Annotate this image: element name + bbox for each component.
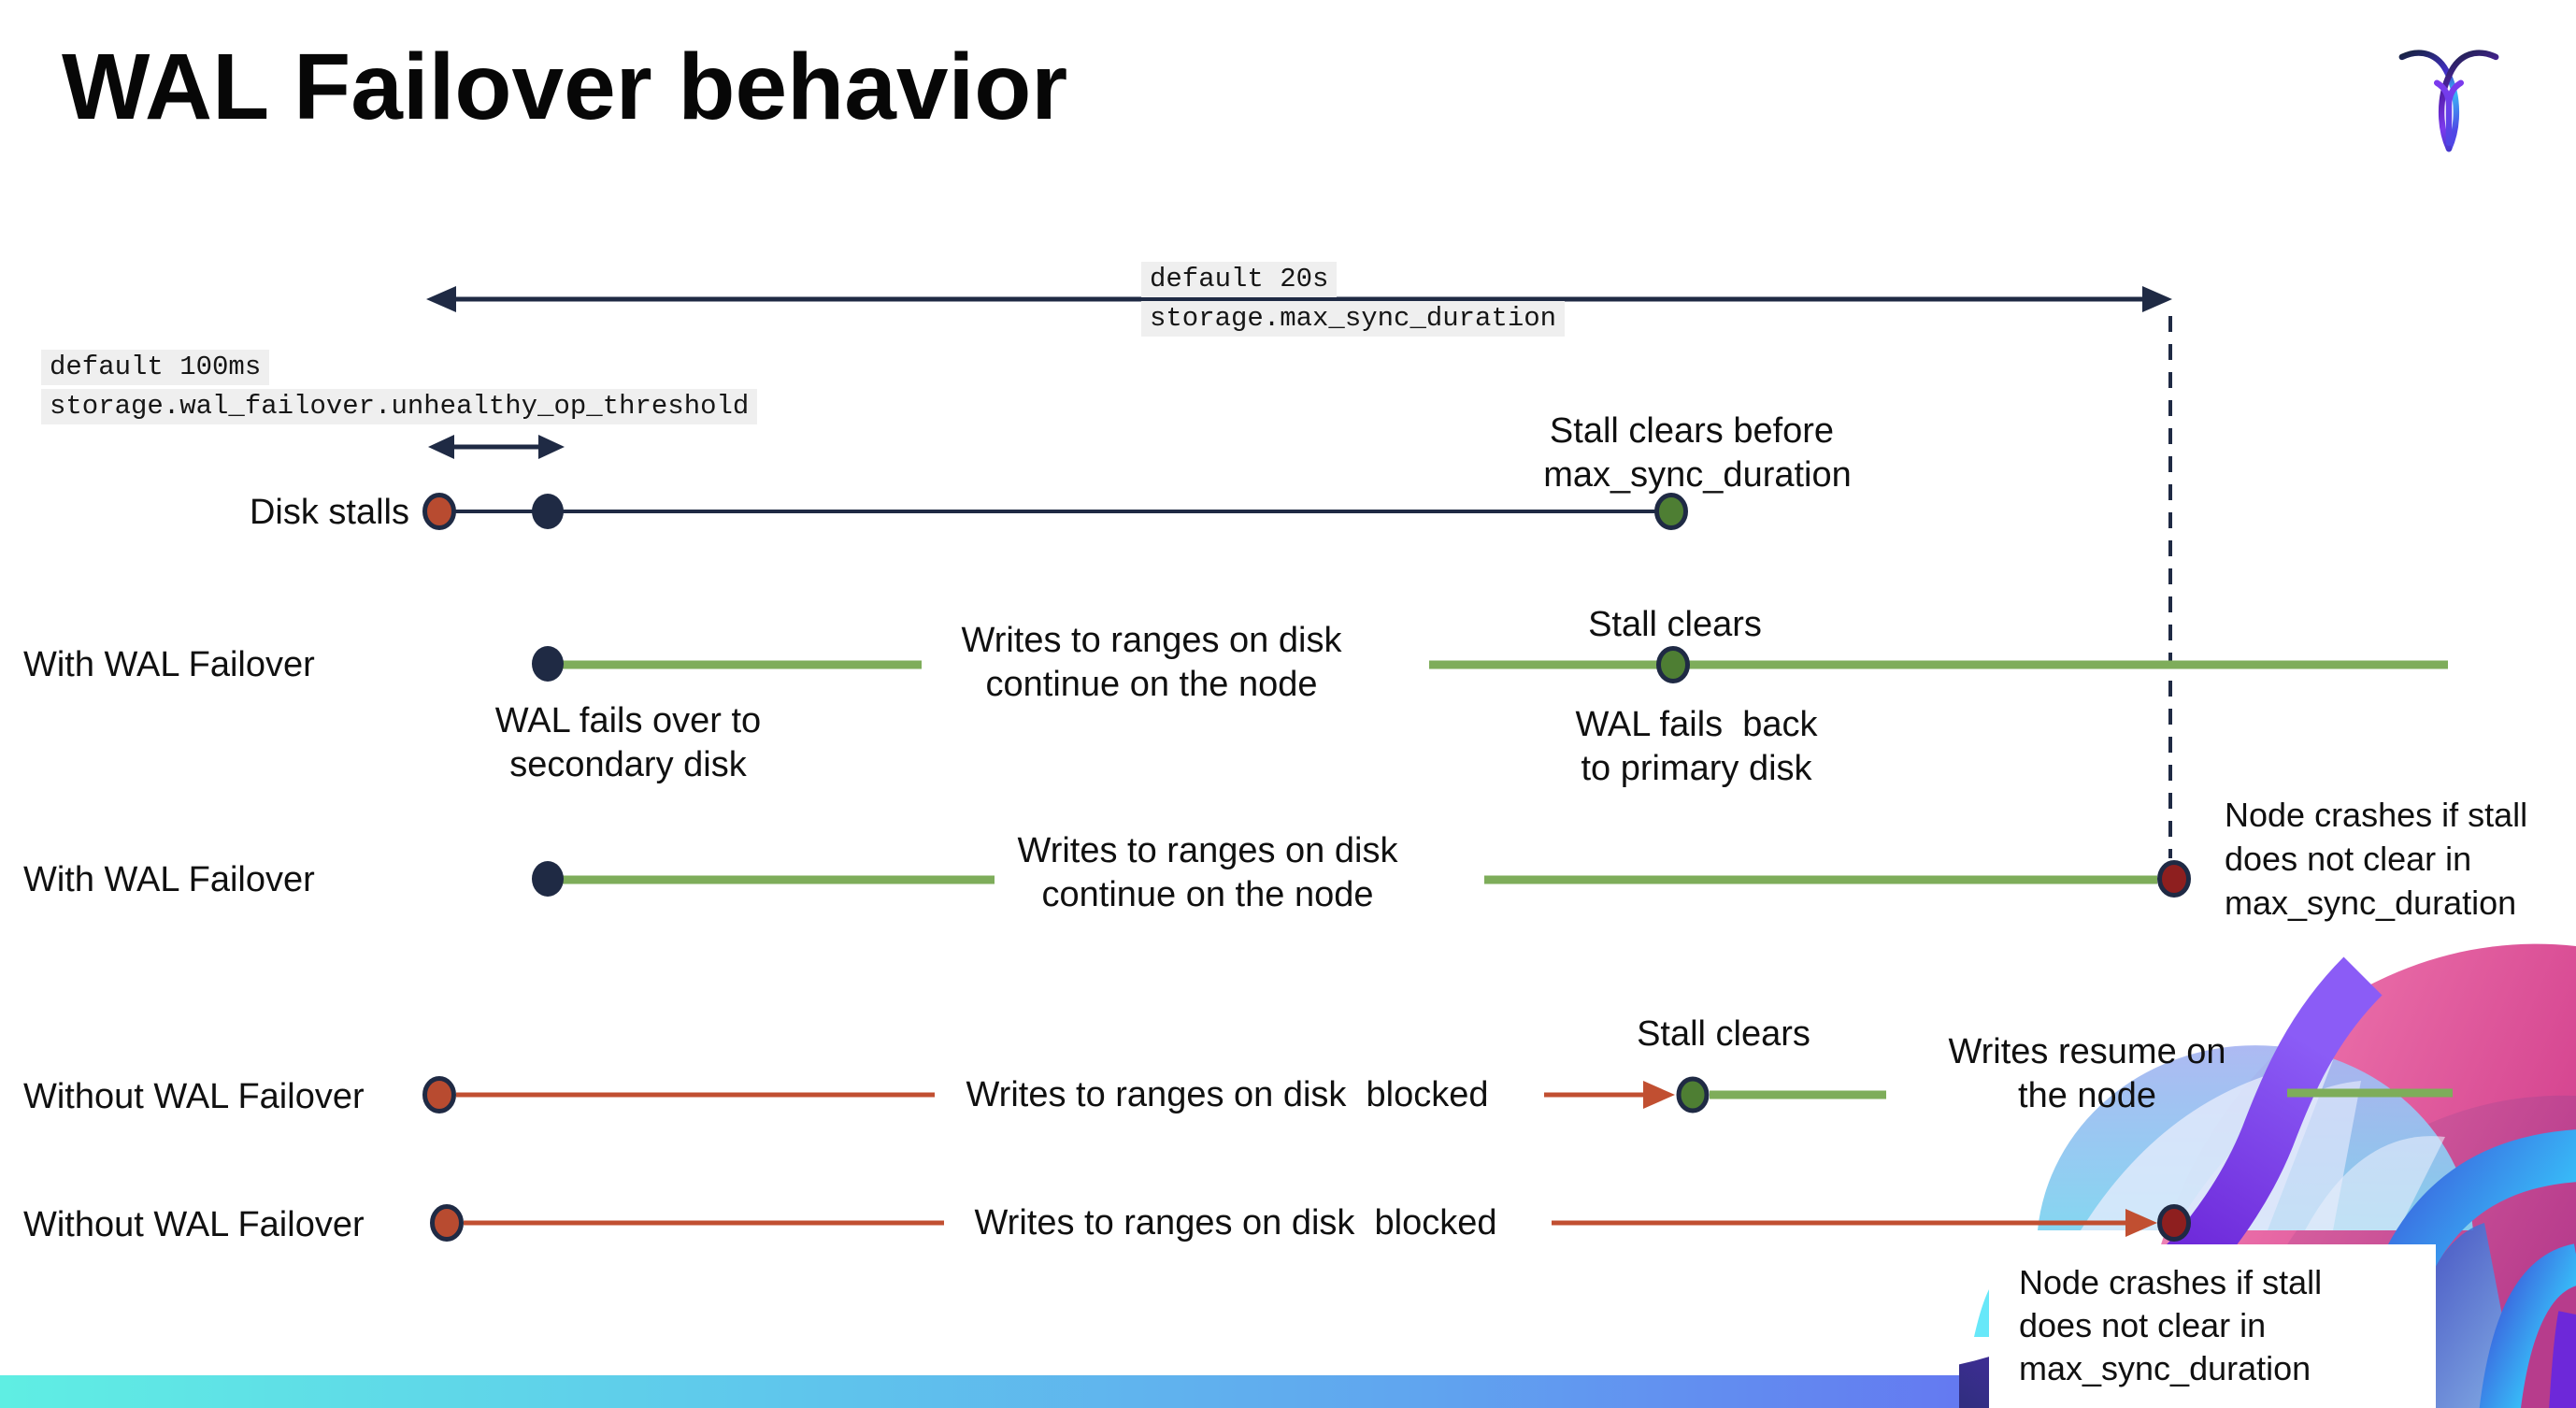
failback-note: WAL fails back — [1575, 705, 1818, 744]
writes-blocked-note: Writes to ranges on disk blocked — [974, 1203, 1497, 1243]
blue-cyan-arch-small — [2479, 1243, 2576, 1408]
failover-note: secondary disk — [509, 745, 747, 784]
node-crash-line: max_sync_duration — [2225, 884, 2517, 922]
row-label-without-failover-1: Without WAL Failover — [23, 1077, 365, 1116]
fan-wedge — [2305, 1136, 2445, 1230]
writes-resume-note: the node — [2018, 1076, 2156, 1115]
writes-blocked-note: Writes to ranges on disk blocked — [966, 1075, 1489, 1114]
crash-note-line: does not clear in — [2019, 1306, 2267, 1344]
logo-inner-vein — [2433, 79, 2465, 146]
stall-start-marker — [422, 493, 456, 530]
row-label-with-failover-1: With WAL Failover — [23, 645, 315, 684]
stall-start-marker — [422, 1076, 456, 1113]
writes-continue-note: continue on the node — [1041, 875, 1374, 914]
row-label-without-failover-2: Without WAL Failover — [23, 1205, 365, 1244]
timeline-row-disk-stalls — [422, 493, 1688, 530]
row-label-with-failover-2: With WAL Failover — [23, 860, 315, 899]
stall-clears-before-note: max_sync_duration — [1543, 455, 1852, 495]
crash-note-text: Node crashes if stall does not clear in … — [2019, 1261, 2322, 1390]
node-crash-line: Node crashes if stall — [2225, 796, 2528, 834]
unhealthy-op-threshold-arrow — [428, 435, 565, 459]
writes-continue-note: Writes to ranges on disk — [1017, 831, 1398, 870]
unhealthy-setting-badge: storage.wal_failover.unhealthy_op_thresh… — [41, 389, 758, 424]
crash-note-line: Node crashes if stall — [2019, 1263, 2323, 1301]
stall-clears-note: Stall clears — [1637, 1014, 1810, 1054]
failover-marker — [532, 646, 564, 682]
cockroachdb-logo-icon — [2398, 50, 2499, 152]
stall-clears-note: Stall clears — [1588, 605, 1762, 644]
page-title: WAL Failover behavior — [62, 35, 1068, 139]
unhealthy-default-badge: default 100ms — [41, 350, 270, 385]
crash-note-box: Node crashes if stall does not clear in … — [1989, 1244, 2436, 1408]
threshold-marker — [532, 494, 564, 529]
failover-marker — [532, 861, 564, 897]
arrow-right-head — [2142, 286, 2172, 312]
writes-continue-note: Writes to ranges on disk — [961, 621, 1342, 660]
stall-clears-before-note: Stall clears before — [1549, 411, 1835, 451]
logo-antenna-right-body-left — [2438, 50, 2499, 152]
node-crash-note: Node crashes if stall does not clear in … — [2225, 793, 2527, 925]
stall-start-marker — [430, 1204, 464, 1242]
failback-note: to primary disk — [1581, 749, 1812, 788]
timeline-row-with-failover-1 — [532, 646, 2448, 683]
row-label-disk-stalls: Disk stalls — [249, 493, 409, 532]
failover-note: WAL fails over to — [494, 701, 762, 740]
writes-continue-note: continue on the node — [985, 665, 1318, 704]
stall-clears-marker — [1654, 493, 1688, 530]
crash-note-line: max_sync_duration — [2019, 1349, 2311, 1387]
arrow-left-head — [426, 286, 456, 312]
red-arrow-head — [1643, 1081, 1675, 1109]
node-crash-marker — [2157, 860, 2191, 898]
arrow-left-head — [428, 435, 454, 459]
purple-edge-band — [2549, 1311, 2576, 1408]
stall-clears-marker — [1676, 1076, 1710, 1113]
stall-clears-marker — [1656, 646, 1690, 683]
max-sync-setting-badge: storage.max_sync_duration — [1141, 301, 1566, 337]
writes-resume-note: Writes resume on — [1948, 1032, 2226, 1071]
max-sync-default-badge: default 20s — [1141, 262, 1338, 297]
node-crash-line: does not clear in — [2225, 840, 2472, 878]
arrow-right-head — [538, 435, 565, 459]
